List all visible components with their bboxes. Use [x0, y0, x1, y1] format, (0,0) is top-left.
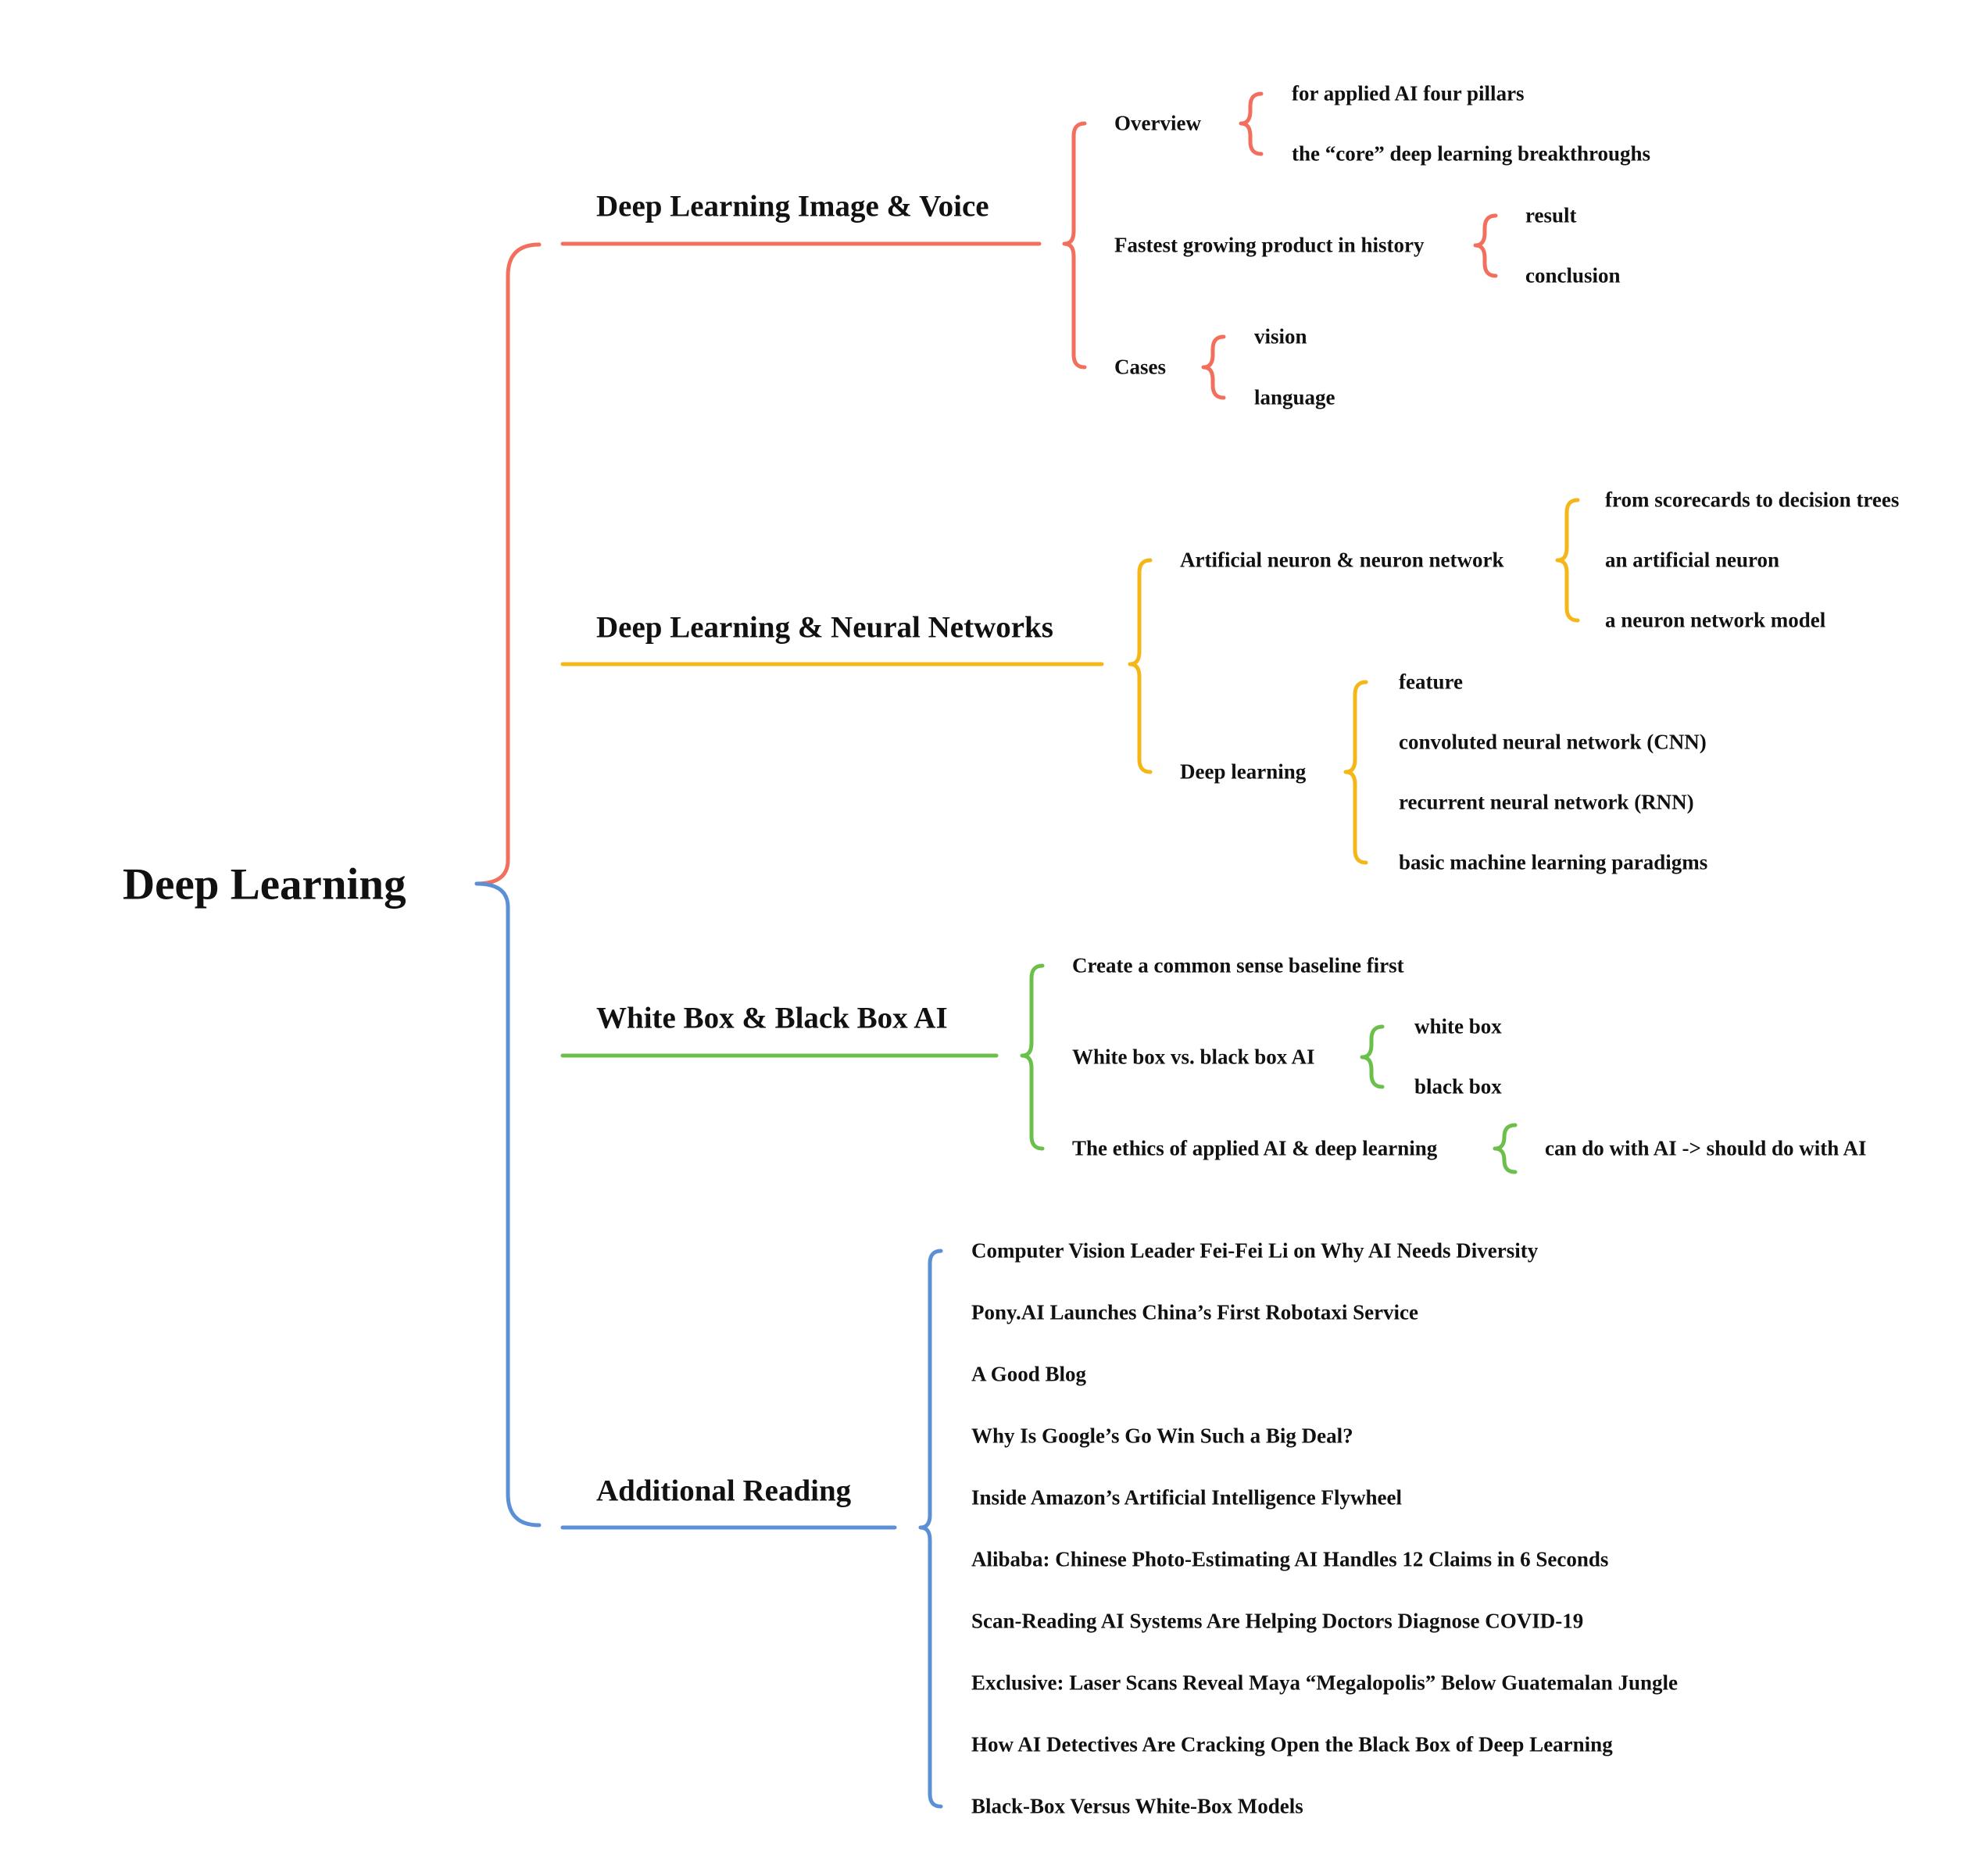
subtopic-0-0-1: the “core” deep learning breakthroughs [1292, 141, 1651, 166]
topic-3-6: Scan-Reading AI Systems Are Helping Doct… [971, 1609, 1584, 1633]
topic-0-2: Cases [1114, 355, 1166, 379]
root-brace-lower [474, 881, 542, 1528]
topic-brace-0-0 [1239, 91, 1264, 156]
topic-brace-2-2 [1493, 1123, 1518, 1174]
root-node: Deep Learning [123, 859, 406, 909]
subtopic-0-2-1: language [1254, 385, 1335, 409]
branch-brace-1 [1128, 558, 1153, 774]
topic-3-5: Alibaba: Chinese Photo-Estimating AI Han… [971, 1547, 1609, 1571]
topic-1-1: Deep learning [1180, 759, 1307, 784]
subtopic-0-2-0: vision [1254, 324, 1307, 348]
topic-2-2: The ethics of applied AI & deep learning [1072, 1136, 1438, 1160]
subtopic-1-1-2: recurrent neural network (RNN) [1399, 790, 1694, 814]
subtopic-1-0-2: a neuron network model [1605, 608, 1826, 632]
subtopic-1-1-0: feature [1399, 670, 1463, 694]
topic-3-2: A Good Blog [971, 1362, 1087, 1386]
branch-title-3: Additional Reading [596, 1474, 852, 1508]
branch-brace-3 [918, 1249, 943, 1809]
subtopic-1-1-1: convoluted neural network (CNN) [1399, 730, 1707, 754]
topic-0-1: Fastest growing product in history [1114, 233, 1425, 257]
subtopic-0-0-0: for applied AI four pillars [1292, 81, 1525, 105]
branch-brace-0 [1062, 121, 1087, 370]
topic-3-3: Why Is Google’s Go Win Such a Big Deal? [971, 1424, 1353, 1448]
topic-1-0: Artificial neuron & neuron network [1180, 548, 1504, 572]
topic-brace-0-1 [1473, 213, 1498, 278]
topic-3-0: Computer Vision Leader Fei-Fei Li on Why… [971, 1238, 1539, 1263]
topic-brace-2-1 [1360, 1024, 1385, 1089]
topic-2-1: White box vs. black box AI [1072, 1045, 1315, 1069]
topic-brace-1-1 [1343, 680, 1368, 865]
topic-3-4: Inside Amazon’s Artificial Intelligence … [971, 1485, 1402, 1510]
subtopic-2-2-0: can do with AI -> should do with AI [1545, 1136, 1867, 1160]
topic-brace-0-2 [1201, 334, 1226, 400]
subtopic-2-1-1: black box [1414, 1074, 1502, 1099]
subtopic-1-0-1: an artificial neuron [1605, 548, 1780, 572]
topic-0-0: Overview [1114, 111, 1201, 135]
branch-brace-2 [1020, 963, 1045, 1151]
root-brace-upper [474, 242, 542, 886]
topic-2-0: Create a common sense baseline first [1072, 953, 1404, 977]
subtopic-0-1-1: conclusion [1525, 263, 1621, 288]
branch-title-2: White Box & Black Box AI [596, 1001, 948, 1035]
topic-brace-1-0 [1555, 498, 1580, 623]
subtopic-2-1-0: white box [1414, 1014, 1502, 1038]
subtopic-1-0-0: from scorecards to decision trees [1605, 488, 1900, 512]
topic-3-1: Pony.AI Launches China’s First Robotaxi … [971, 1300, 1419, 1324]
subtopic-1-1-3: basic machine learning paradigms [1399, 850, 1708, 874]
topic-3-8: How AI Detectives Are Cracking Open the … [971, 1732, 1613, 1756]
topic-3-9: Black-Box Versus White-Box Models [971, 1794, 1303, 1818]
topic-3-7: Exclusive: Laser Scans Reveal Maya “Mega… [971, 1671, 1678, 1695]
branch-title-1: Deep Learning & Neural Networks [596, 610, 1053, 645]
subtopic-0-1-0: result [1525, 203, 1577, 227]
branch-title-0: Deep Learning Image & Voice [596, 189, 989, 223]
